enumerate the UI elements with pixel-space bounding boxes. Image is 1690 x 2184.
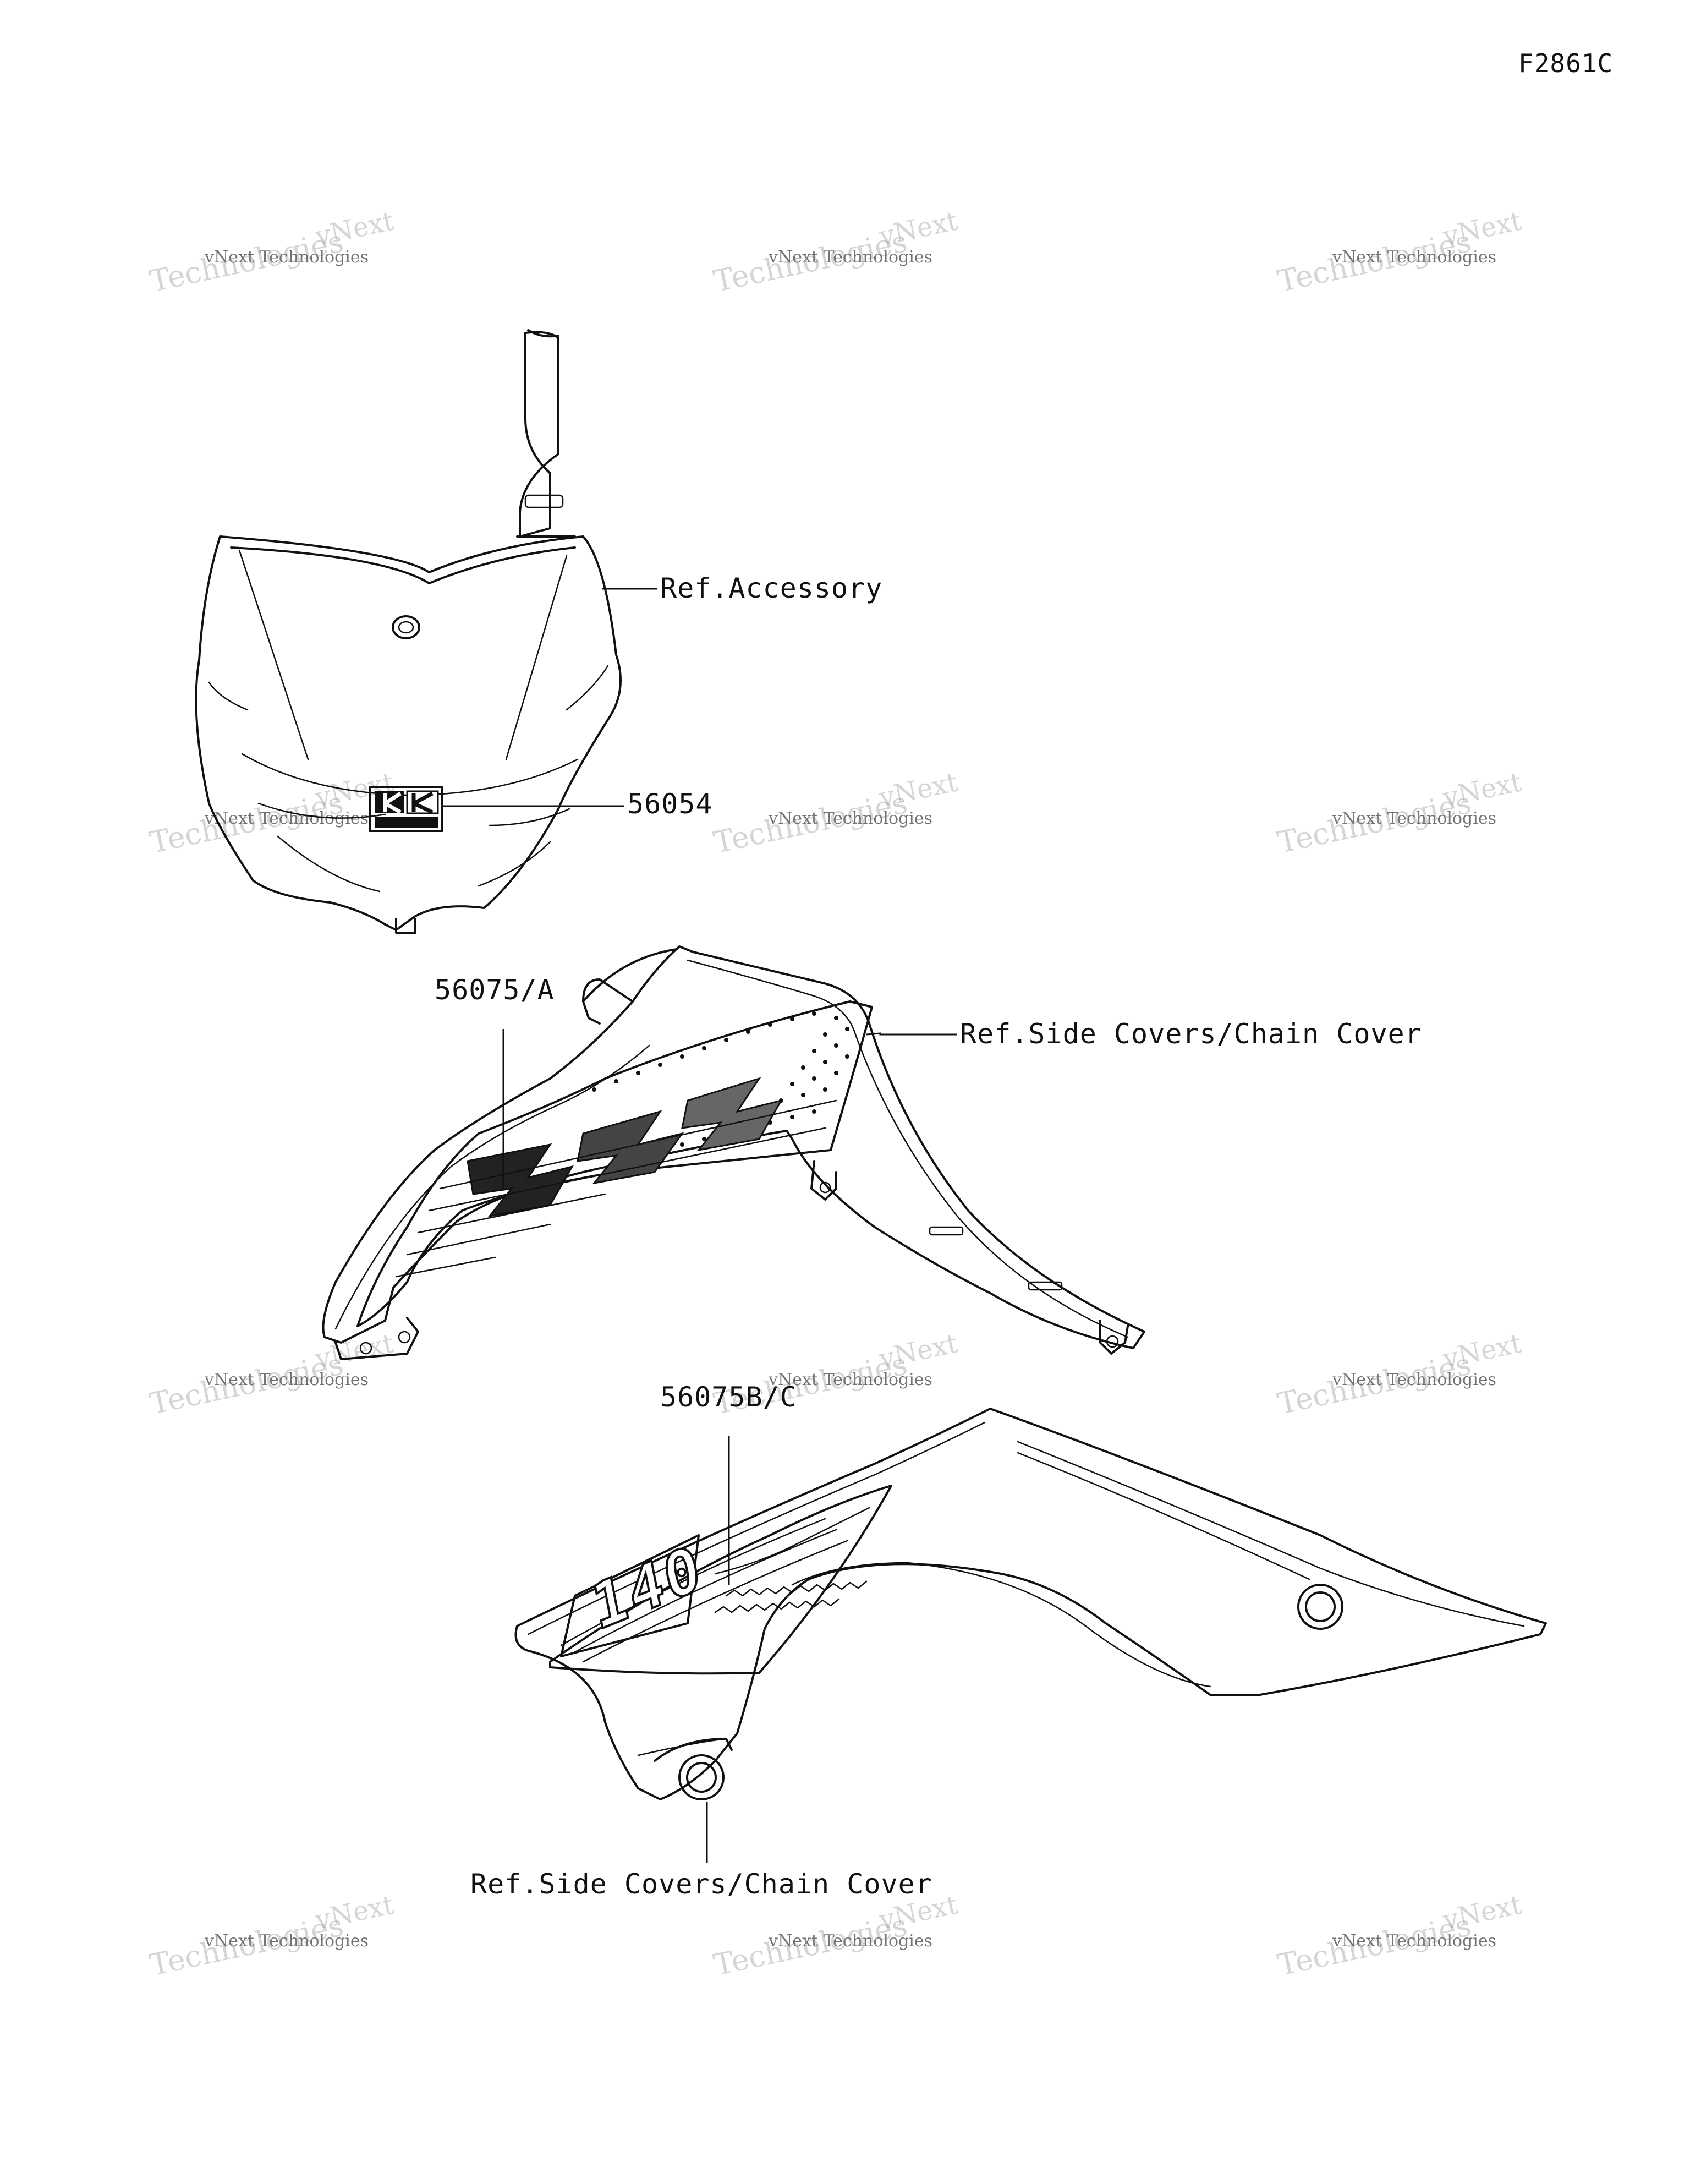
callout-ref-side-covers-1[interactable]: Ref.Side Covers/Chain Cover <box>960 1018 1422 1050</box>
callout-56075-a[interactable]: 56075/A <box>435 974 555 1006</box>
front-number-plate <box>195 329 657 934</box>
callout-56054[interactable]: 56054 <box>627 788 713 820</box>
figure-code: F2861C <box>1518 48 1614 78</box>
callout-ref-side-covers-2[interactable]: Ref.Side Covers/Chain Cover <box>470 1868 932 1900</box>
radiator-shroud <box>322 945 1145 1360</box>
callout-56075b-c[interactable]: 56075B/C <box>660 1381 797 1413</box>
side-cover <box>514 1408 1547 1863</box>
callout-ref-accessory[interactable]: Ref.Accessory <box>660 572 883 604</box>
